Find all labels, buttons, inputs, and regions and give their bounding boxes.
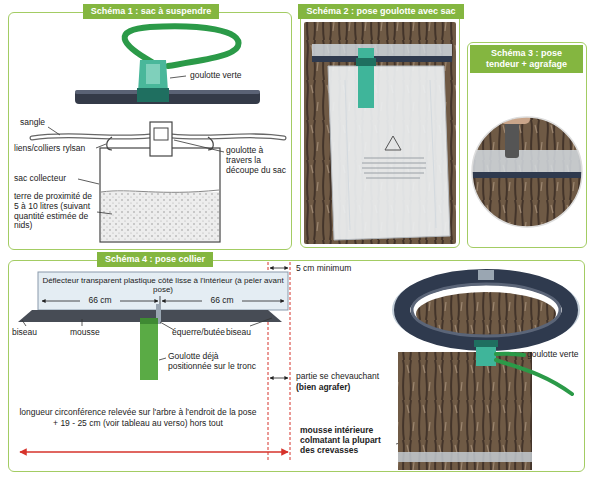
leader-line	[159, 358, 166, 360]
callout-label: 66 cm	[80, 296, 120, 306]
dimension-line	[270, 268, 288, 269]
photo-frame	[472, 117, 582, 227]
callout-label: liens/colliers rylsan	[14, 144, 96, 154]
collar-photo	[478, 270, 494, 280]
strap-goulotte-drawing	[137, 88, 169, 102]
strap-goulotte-drawing	[138, 60, 168, 92]
leader-line	[22, 320, 26, 326]
callout-label: Goulotte déjà positionnée sur le tronc	[168, 352, 260, 372]
collar-photo	[394, 270, 578, 470]
bag-photo	[328, 66, 450, 240]
leader-line	[160, 322, 174, 330]
callout-label: sac collecteur	[14, 174, 96, 184]
diagram-panel: Schéma 2 : pose goulotte avec sac	[300, 12, 460, 248]
leader-line	[78, 179, 99, 184]
collar-photo	[412, 284, 560, 336]
collar-photo	[496, 354, 524, 355]
strap-goulotte-drawing	[146, 64, 160, 84]
callout-label: mousse	[70, 328, 110, 338]
leader-line	[174, 140, 224, 152]
collector-bag-drawing	[101, 190, 219, 192]
collector-bag-drawing	[100, 148, 220, 242]
leader-line	[97, 212, 112, 214]
leader-line	[82, 319, 83, 326]
bag-photo	[312, 56, 452, 62]
bag-photo	[304, 22, 456, 244]
dimension-line	[20, 451, 288, 453]
callout-label: + 19 - 25 cm (voir tableau au verso) hor…	[18, 419, 258, 429]
collar-plan-drawing	[140, 318, 158, 324]
bag-photo	[362, 158, 426, 178]
callout-label: sangle	[20, 118, 80, 128]
diagram-panel: Schéma 3 : pose tendeur + agrafage	[467, 42, 587, 248]
collar-plan-drawing	[38, 272, 288, 310]
collar-photo	[398, 352, 532, 470]
callout-label: biseau	[226, 328, 266, 338]
leader-line	[96, 144, 106, 148]
bag-photo	[356, 58, 376, 66]
leader-line	[48, 127, 60, 135]
collar-photo	[398, 452, 532, 462]
callout-label: terre de proximité de 5 à 10 litres (sui…	[14, 192, 98, 231]
collector-bag-drawing	[101, 192, 219, 241]
bag-photo	[312, 44, 452, 62]
bag-photo	[304, 22, 456, 244]
panel-heading: Schéma 4 : pose collier	[97, 252, 213, 267]
panel-heading: Schéma 2 : pose goulotte avec sac	[298, 4, 463, 19]
bag-photo	[358, 48, 374, 108]
callout-label: (bien agrafer)	[296, 383, 396, 393]
callout-label: goulotte verte	[190, 71, 270, 81]
leader-line	[250, 318, 272, 326]
collar-photo	[496, 360, 572, 394]
collar-photo	[474, 340, 498, 347]
collar-photo	[398, 352, 532, 470]
bag-photo	[385, 136, 401, 150]
collector-bag-drawing	[150, 122, 172, 156]
collar-plan-drawing	[140, 318, 158, 380]
dimension-line	[268, 262, 290, 460]
callout-label: biseau	[12, 328, 52, 338]
callout-label: mousse intérieure colmatant la plupart d…	[300, 426, 395, 455]
staple-photo	[470, 115, 585, 230]
callout-label: goulotte verte	[527, 350, 585, 360]
callout-label: Déflecteur transparent plastique côté li…	[42, 276, 284, 294]
callout-label: 66 cm	[202, 296, 242, 306]
callout-label: partie se chevauchant	[296, 372, 396, 382]
staple-photo	[470, 110, 585, 230]
collar-photo	[394, 272, 578, 348]
collector-bag-drawing	[32, 122, 284, 242]
panel-heading: Schéma 3 : pose tendeur + agrafage	[470, 45, 583, 73]
collar-photo	[402, 277, 570, 343]
strap-goulotte-drawing	[75, 26, 260, 104]
callout-label: longueur circonférence relevée sur l'arb…	[18, 408, 258, 418]
staple-photo	[470, 172, 585, 178]
dimension-line	[270, 378, 288, 379]
diagram-panel: Schéma 4 : pose collier	[8, 260, 585, 472]
dimension-line	[20, 262, 290, 460]
collector-bag-drawing	[154, 128, 168, 140]
callout-label: goulotte à travers la découpe du sac	[226, 146, 288, 175]
callout-label: 5 cm minimum	[296, 264, 386, 274]
panel-heading: Schéma 1 : sac à suspendre	[83, 4, 220, 19]
leader-line	[170, 76, 186, 78]
collar-plan-drawing	[18, 272, 288, 380]
